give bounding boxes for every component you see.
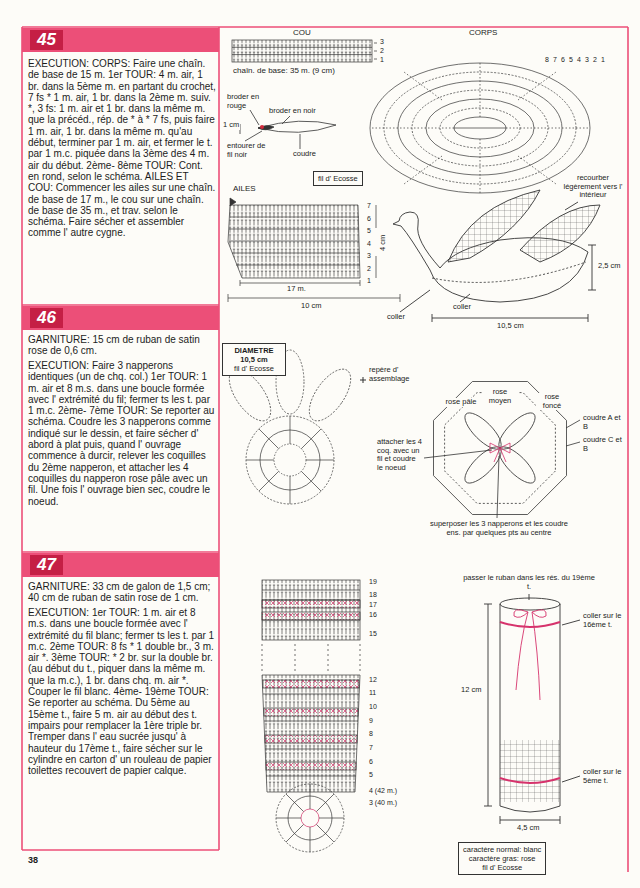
diagram-label: coudre	[292, 150, 317, 159]
section-bands	[22, 28, 219, 577]
box-text: DIAMETRE 10,5 cm	[227, 346, 281, 364]
diagram-label: superposer les 3 napperons et les coudre…	[428, 520, 570, 537]
box-text: fil d' Ecosse	[463, 863, 541, 872]
neck-chart	[232, 40, 377, 62]
row-number: 3	[584, 56, 590, 64]
box-text: 46	[37, 308, 56, 328]
diagram-label: 10 cm	[300, 302, 322, 311]
row-number: 2	[379, 47, 385, 55]
instruction-text: EXECUTION: Faire 3 napperons identiques …	[28, 360, 216, 507]
diagram-label: broder en rouge	[226, 93, 262, 110]
diagram-label: rose pâle	[444, 398, 478, 407]
diagram-label: repère d' assemblage	[368, 366, 426, 383]
row-number: 8	[368, 730, 374, 738]
section-number: 46	[30, 308, 63, 328]
box-text: caractère gras: rose	[463, 854, 541, 863]
page-number: 38	[28, 855, 38, 865]
diagram-label: 12 cm	[460, 686, 482, 695]
row-number: 2	[592, 56, 598, 64]
vase-chart	[262, 580, 360, 852]
row-number: 16	[368, 611, 378, 619]
row-number: 7	[366, 202, 372, 210]
diagram-label: chaîn. de base: 35 m. (9 cm)	[232, 66, 336, 75]
instruction-text: EXECUTION: CORPS: Faire une chaîn. de ba…	[28, 58, 216, 239]
instruction-text: GARNITURE: 33 cm de galon de 1,5 cm; 40 …	[28, 581, 216, 604]
body-chart	[370, 63, 590, 193]
row-number: 7	[552, 56, 558, 64]
row-number: 11	[368, 689, 377, 697]
row-number: 4	[366, 240, 372, 248]
wing-chart	[228, 198, 400, 302]
row-number: 6	[368, 758, 374, 766]
diagram-label: 1 cm	[222, 121, 240, 130]
diagram-label: CORPS	[468, 28, 498, 37]
section-number: 47	[30, 555, 63, 575]
row-number: 6	[366, 215, 372, 223]
yarn-note: fil d' Ecosse	[313, 171, 363, 186]
diagram-label: coudre C et B	[582, 436, 626, 453]
row-number: 19	[368, 578, 378, 586]
page-frame	[22, 27, 628, 872]
row-number: 9	[368, 717, 374, 725]
diagram-label: coller	[452, 303, 472, 312]
diagram-label: coller	[386, 313, 406, 322]
diagram-label: coudre A et B	[582, 414, 626, 431]
row-number: 6	[560, 56, 566, 64]
instruction-text: GARNITURE: 15 cm de ruban de satin rose …	[28, 334, 216, 357]
key-box: caractère normal: blanccaractère gras: r…	[458, 842, 546, 875]
diagram-label: 4,5 cm	[516, 824, 541, 833]
row-number: 5	[366, 227, 372, 235]
row-number: 2	[366, 265, 372, 273]
cylinder-figure	[484, 594, 580, 824]
diagram-label: AILES	[232, 184, 257, 193]
row-number: 4	[576, 56, 582, 64]
box-text: fil d' Ecosse	[318, 174, 358, 183]
row-number: 5	[368, 771, 374, 779]
row-number: 8	[544, 56, 550, 64]
row-number: 15	[368, 630, 378, 638]
dimension-label: 4 cm	[379, 234, 388, 252]
box-text: 47	[37, 555, 56, 575]
diagram-label: 2,5 cm	[597, 262, 622, 271]
section-number: 45	[30, 30, 63, 50]
diagram-label: coller sur le 5ème t.	[582, 768, 624, 785]
swan-figure	[393, 190, 600, 322]
row-number: 1	[379, 56, 385, 64]
row-number: 1	[366, 277, 372, 285]
diagram-label: 17 m.	[286, 285, 307, 294]
diameter-note: DIAMETRE 10,5 cmfil d' Ecosse	[222, 343, 286, 376]
doily-assembly	[424, 382, 580, 519]
row-number: 17	[368, 601, 378, 609]
box-text: caractère normal: blanc	[463, 845, 541, 854]
box-text: 45	[37, 30, 56, 50]
diagram-label: attacher les 4 coq. avec un fil et coudr…	[376, 438, 424, 473]
instruction-text: EXECUTION: 1er TOUR: 1 m. air et 8 m.s. …	[28, 607, 216, 776]
row-number: 5	[568, 56, 574, 64]
row-number: 7	[368, 744, 374, 752]
diagram-label: rose foncé	[536, 393, 568, 410]
diagram-label: broder en noir	[268, 107, 317, 116]
diagram-label: passer le ruban dans les rés. du 19ème t…	[462, 574, 596, 591]
row-number: 18	[368, 591, 378, 599]
row-number: 3	[379, 38, 385, 46]
row-number: 3 (40 m.)	[368, 799, 398, 807]
row-number: 10	[368, 703, 378, 711]
box-text: fil d' Ecosse	[227, 364, 281, 373]
diagram-label: entourer de fil noir	[226, 142, 272, 159]
diagram-label: 10,5 cm	[496, 322, 525, 331]
diagram-label: COU	[292, 28, 312, 37]
diagram-label: rose moyen	[482, 388, 518, 405]
row-number: 3	[366, 252, 372, 260]
row-number: 1	[600, 56, 606, 64]
diagram-label: recourber légèrement vers l' intérieur	[560, 174, 626, 200]
row-number: 4 (42 m.)	[368, 787, 398, 795]
diagram-label: coller sur le 16ème t.	[582, 612, 624, 629]
row-number: 12	[368, 676, 378, 684]
